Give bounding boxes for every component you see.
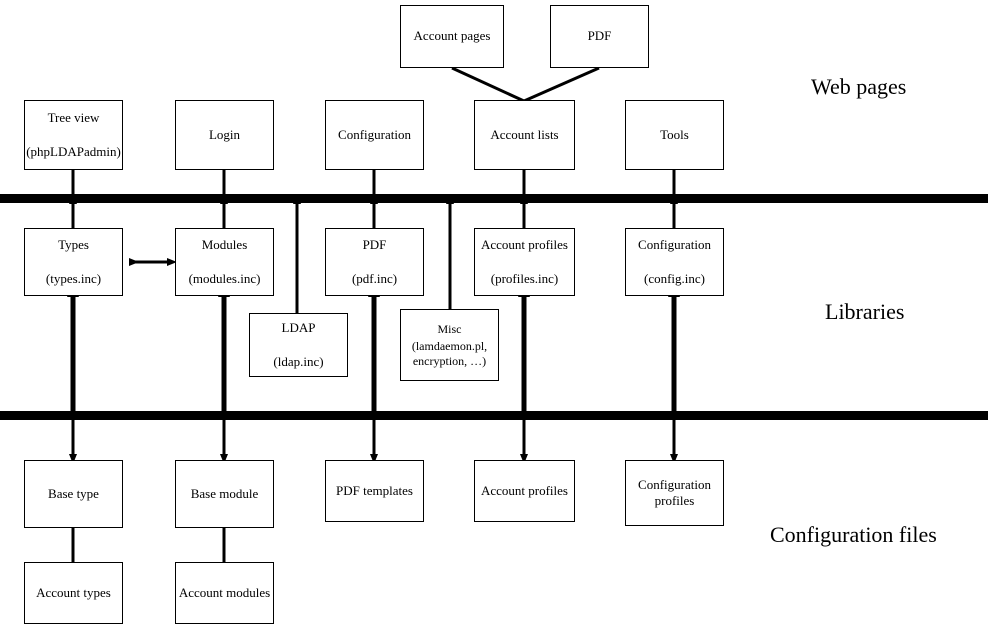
node-configuration-profiles[interactable]: Configuration profiles bbox=[625, 460, 724, 526]
node-account-lists-label: Account lists bbox=[490, 126, 559, 142]
node-account-modules-label: Account modules bbox=[178, 584, 271, 600]
separator-bar-web-libraries bbox=[0, 194, 988, 203]
node-configuration-lib-sublabel: (config.inc) bbox=[643, 271, 705, 286]
node-configuration-profiles-label: Configuration bbox=[638, 476, 711, 492]
node-types-sublabel: (types.inc) bbox=[45, 271, 102, 286]
node-misc-sublabel-2: encryption, …) bbox=[412, 353, 487, 368]
node-account-types[interactable]: Account types bbox=[24, 562, 123, 624]
node-base-module-label: Base module bbox=[190, 485, 259, 501]
node-pdf-lib-sublabel: (pdf.inc) bbox=[351, 271, 398, 286]
band-label-configuration-files: Configuration files bbox=[770, 522, 937, 547]
node-tree-view[interactable]: Tree view (phpLDAPadmin) bbox=[24, 100, 123, 170]
node-account-pages[interactable]: Account pages bbox=[400, 5, 504, 68]
node-account-pages-label: Account pages bbox=[413, 28, 491, 44]
node-misc-label: Misc bbox=[437, 321, 462, 336]
node-types[interactable]: Types (types.inc) bbox=[24, 228, 123, 296]
node-modules-sublabel: (modules.inc) bbox=[188, 271, 261, 286]
node-account-profiles-files-label: Account profiles bbox=[480, 482, 568, 498]
node-tree-view-label: Tree view bbox=[47, 109, 100, 125]
node-pdf-lib-label: PDF bbox=[362, 236, 387, 252]
node-base-module[interactable]: Base module bbox=[175, 460, 274, 528]
node-account-profiles-files[interactable]: Account profiles bbox=[474, 460, 575, 522]
node-misc-sublabel-1: (lamdaemon.pl, bbox=[411, 338, 488, 353]
band-label-libraries: Libraries bbox=[825, 299, 905, 324]
node-configuration-web-label: Configuration bbox=[338, 126, 411, 142]
feed-account-pages-to-account-lists bbox=[451, 66, 525, 103]
node-account-profiles-lib-label: Account profiles bbox=[480, 236, 568, 252]
node-tree-view-sublabel: (phpLDAPadmin) bbox=[26, 144, 121, 159]
node-base-type[interactable]: Base type bbox=[24, 460, 123, 528]
node-ldap-label: LDAP bbox=[281, 319, 316, 335]
node-account-lists[interactable]: Account lists bbox=[474, 100, 575, 170]
node-tools-label: Tools bbox=[660, 126, 689, 142]
node-ldap[interactable]: LDAP (ldap.inc) bbox=[249, 313, 348, 377]
node-configuration-profiles-sublabel: profiles bbox=[654, 493, 695, 508]
node-tools[interactable]: Tools bbox=[625, 100, 724, 170]
node-login-label: Login bbox=[208, 126, 241, 142]
node-account-profiles-lib[interactable]: Account profiles (profiles.inc) bbox=[474, 228, 575, 296]
band-label-web-pages: Web pages bbox=[811, 74, 907, 99]
node-types-label: Types bbox=[58, 236, 89, 252]
node-login[interactable]: Login bbox=[175, 100, 274, 170]
node-ldap-sublabel: (ldap.inc) bbox=[273, 354, 324, 369]
node-configuration-lib-label: Configuration bbox=[638, 236, 711, 252]
node-account-profiles-lib-sublabel: (profiles.inc) bbox=[490, 271, 559, 286]
node-modules[interactable]: Modules (modules.inc) bbox=[175, 228, 274, 296]
node-pdf-top[interactable]: PDF bbox=[550, 5, 649, 68]
node-pdf-templates-label: PDF templates bbox=[336, 482, 413, 498]
node-modules-label: Modules bbox=[201, 236, 248, 252]
node-account-modules[interactable]: Account modules bbox=[175, 562, 274, 624]
node-pdf-top-label: PDF bbox=[587, 28, 612, 44]
node-pdf-templates[interactable]: PDF templates bbox=[325, 460, 424, 522]
node-account-types-label: Account types bbox=[36, 584, 111, 600]
separator-bar-libraries-config bbox=[0, 411, 988, 420]
feed-pdf-to-account-lists bbox=[523, 66, 600, 103]
node-pdf-lib[interactable]: PDF (pdf.inc) bbox=[325, 228, 424, 296]
node-configuration-lib[interactable]: Configuration (config.inc) bbox=[625, 228, 724, 296]
node-configuration-web[interactable]: Configuration bbox=[325, 100, 424, 170]
node-base-type-label: Base type bbox=[48, 485, 99, 501]
node-misc[interactable]: Misc (lamdaemon.pl, encryption, …) bbox=[400, 309, 499, 381]
